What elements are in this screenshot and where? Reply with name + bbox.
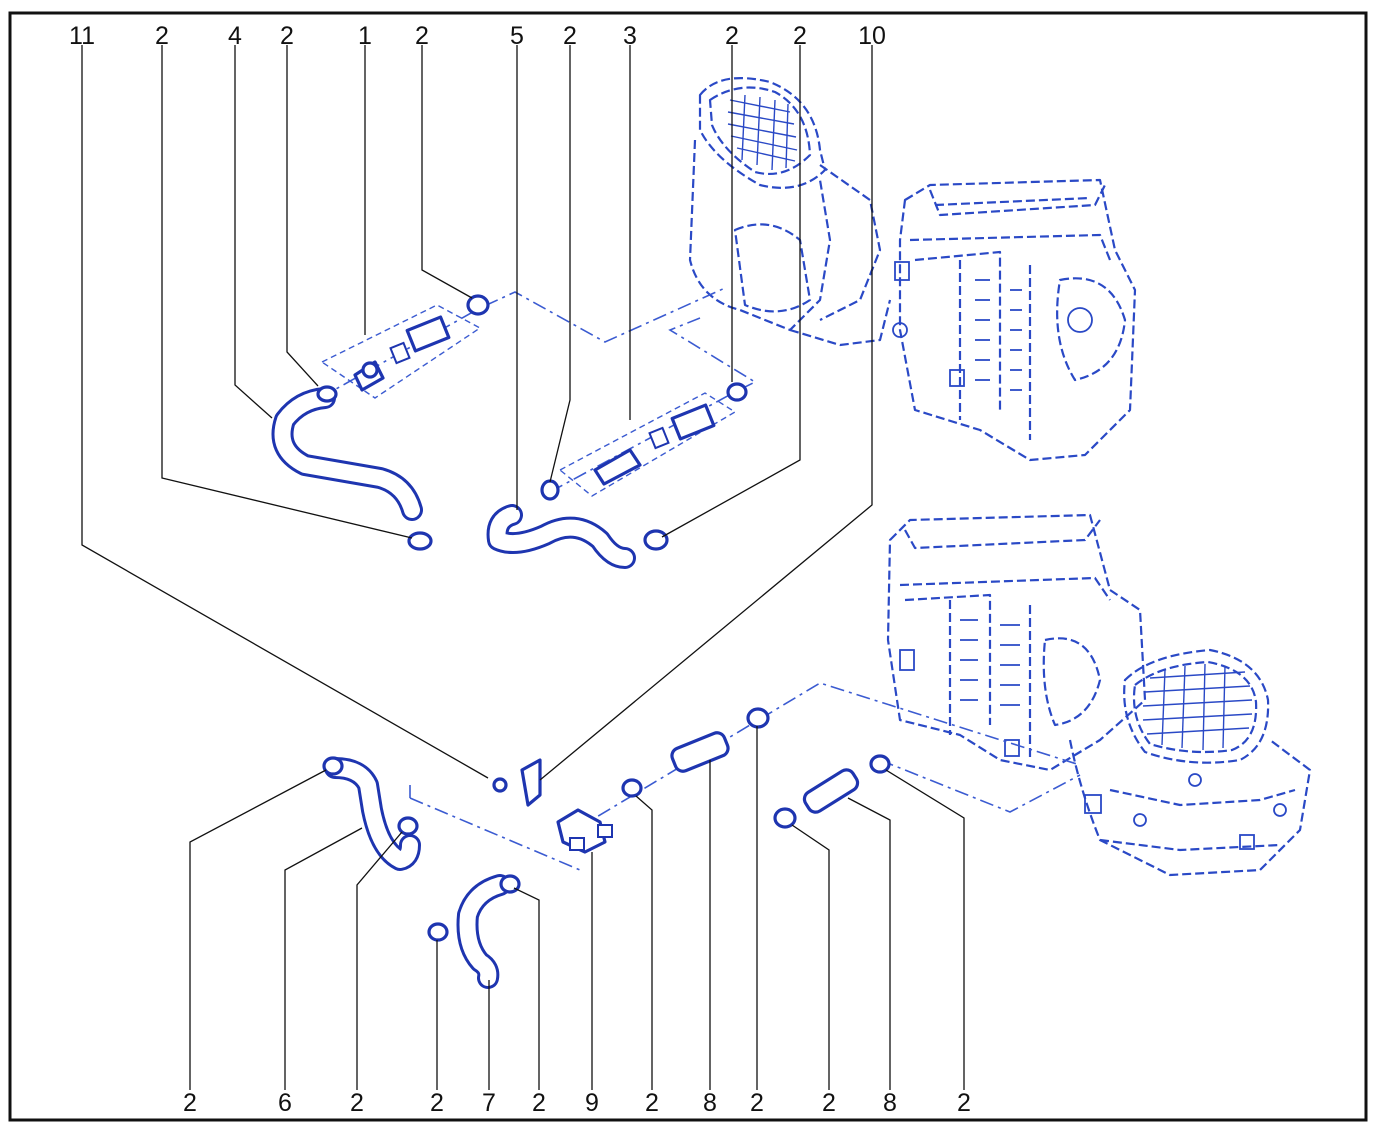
callout-9: 9 — [585, 1089, 599, 1117]
callout-10: 10 — [858, 22, 886, 50]
bottom-hose-7 — [456, 874, 511, 989]
callout-2: 2 — [957, 1089, 971, 1117]
top-pipe-assembly-3 — [593, 403, 716, 486]
callout-6: 6 — [278, 1089, 292, 1117]
callout-2: 2 — [430, 1089, 444, 1117]
bottom-pipe-8-left — [670, 731, 730, 773]
callout-3: 3 — [623, 22, 637, 50]
callout-2: 2 — [793, 22, 807, 50]
assembly-axis-lines — [319, 287, 1081, 871]
bottom-hose-6 — [324, 757, 421, 871]
callout-4: 4 — [228, 22, 242, 50]
callout-7: 7 — [482, 1089, 496, 1117]
callout-2: 2 — [645, 1089, 659, 1117]
callout-5: 5 — [510, 22, 524, 50]
callout-2: 2 — [822, 1089, 836, 1117]
bottom-valve-9 — [556, 808, 613, 854]
leader-lines — [81, 45, 965, 1090]
bottom-bracket-10 — [492, 758, 542, 807]
callout-2: 2 — [750, 1089, 764, 1117]
top-callout-numbers: 11 2 4 2 1 2 5 2 3 2 2 10 — [69, 22, 886, 50]
callout-2: 2 — [183, 1089, 197, 1117]
top-hose-5 — [486, 504, 636, 569]
hvac-unit-top — [688, 77, 1137, 462]
bottom-pipe-8-right — [802, 768, 860, 814]
callout-1: 1 — [358, 22, 372, 50]
callout-2: 2 — [415, 22, 429, 50]
callout-2: 2 — [350, 1089, 364, 1117]
top-pipe-assembly-1 — [353, 315, 451, 392]
hvac-unit-bottom — [886, 513, 1312, 877]
callout-11: 11 — [69, 22, 95, 50]
callout-8: 8 — [883, 1089, 897, 1117]
callout-2: 2 — [155, 22, 169, 50]
diagram-frame — [8, 11, 1368, 1122]
callout-2: 2 — [563, 22, 577, 50]
top-hose-4 — [271, 387, 423, 521]
callout-2: 2 — [280, 22, 294, 50]
top-clamps — [316, 294, 748, 551]
callout-8: 8 — [703, 1089, 717, 1117]
callout-2: 2 — [725, 22, 739, 50]
bottom-callout-numbers: 2 6 2 2 7 2 9 2 8 2 2 8 2 — [183, 1089, 971, 1117]
callout-2: 2 — [532, 1089, 546, 1117]
